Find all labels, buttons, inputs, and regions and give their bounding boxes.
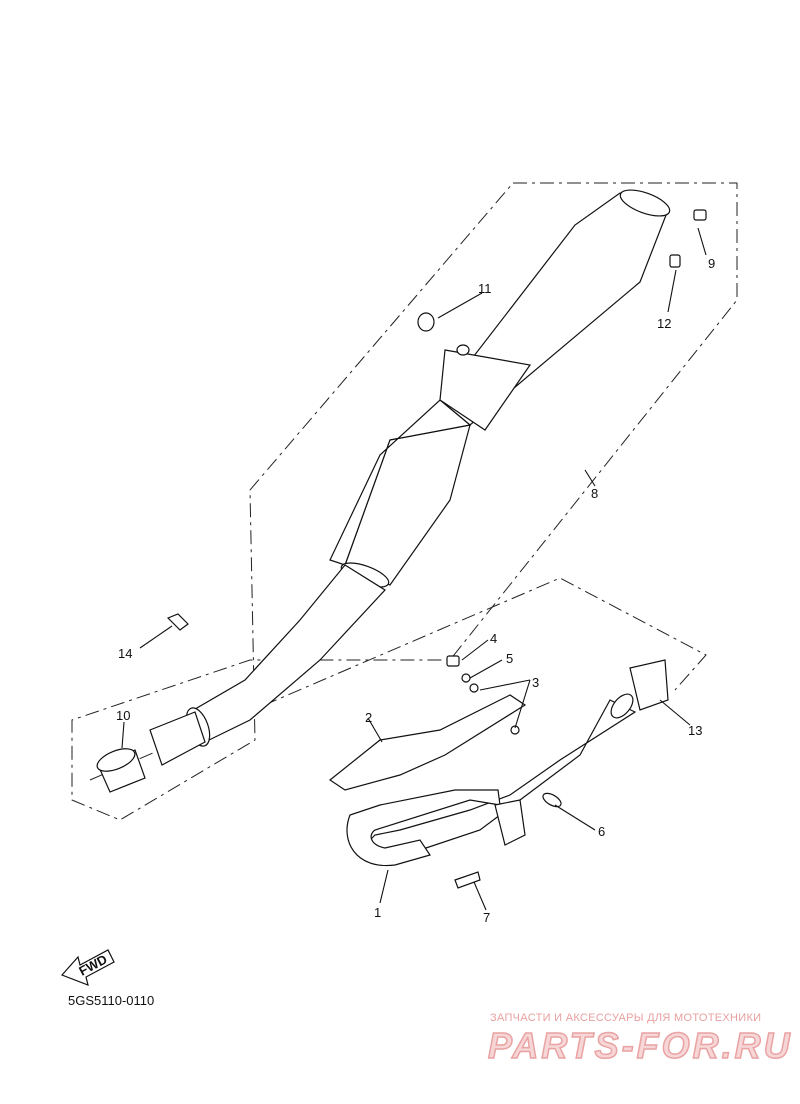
end-cap-part — [96, 748, 146, 793]
leader-lines — [121, 227, 707, 911]
callout-14: 14 — [118, 646, 132, 661]
heat-guard — [328, 694, 527, 791]
callout-5: 5 — [506, 651, 513, 666]
callout-12: 12 — [657, 316, 671, 331]
callout-2: 2 — [365, 710, 372, 725]
callout-1: 1 — [374, 905, 381, 920]
callout-11: 11 — [478, 281, 492, 296]
callout-13: 13 — [688, 723, 702, 738]
watermark-tagline: ЗАПЧАСТИ И АКСЕССУАРЫ ДЛЯ МОТОТЕХНИКИ — [490, 1012, 761, 1024]
hardware — [166, 209, 707, 889]
fwd-arrow-icon: FWD — [60, 949, 115, 986]
callout-4: 4 — [490, 631, 497, 646]
callout-8-line — [584, 469, 596, 487]
callout-10: 10 — [116, 708, 130, 723]
watermark-brand: PARTS-FOR.RU — [488, 1025, 793, 1066]
fwd-label: FWD — [76, 952, 109, 979]
muffler — [149, 189, 671, 766]
callout-9: 9 — [708, 256, 715, 271]
header-pipe-outline — [89, 577, 707, 781]
diagram-code: 5GS5110-0110 — [68, 993, 154, 1008]
callout-6: 6 — [598, 824, 605, 839]
callout-3: 3 — [532, 675, 539, 690]
callout-8: 8 — [591, 486, 598, 501]
header-pipe — [346, 693, 637, 867]
callout-7: 7 — [483, 910, 490, 925]
muffler-assembly-outline — [71, 182, 738, 821]
